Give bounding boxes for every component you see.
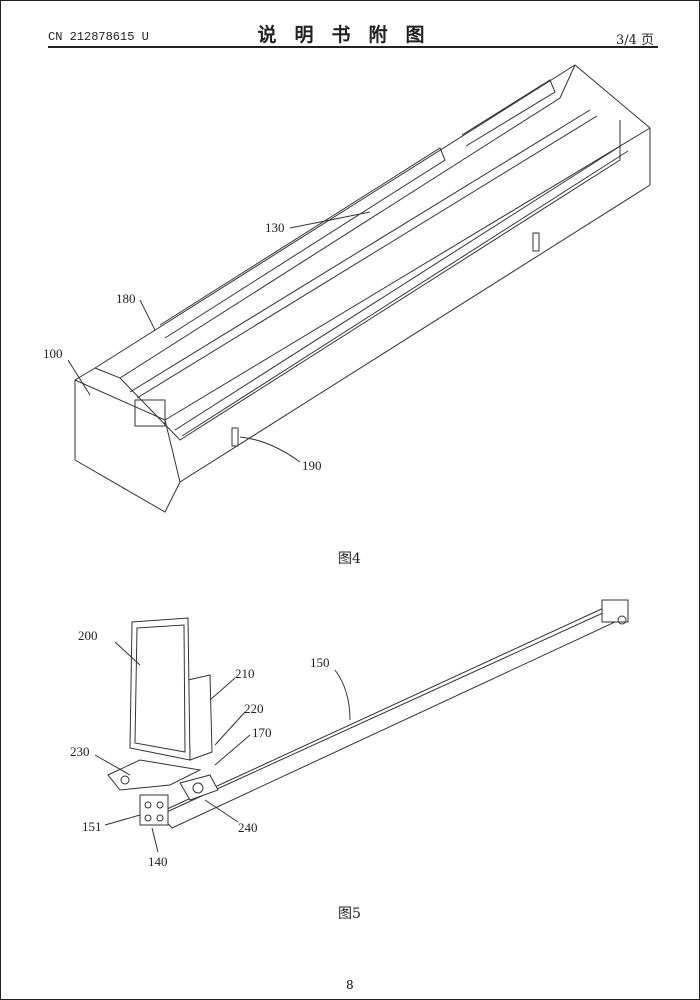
page-title: 说明书附图 bbox=[257, 24, 443, 46]
figure-4-leaders bbox=[67, 211, 371, 463]
label-170: 170 bbox=[252, 725, 272, 740]
label-210: 210 bbox=[235, 666, 255, 681]
label-200: 200 bbox=[78, 628, 98, 643]
label-240: 240 bbox=[238, 820, 258, 835]
label-151: 151 bbox=[82, 819, 102, 834]
figure-5-caption: 图5 bbox=[338, 906, 361, 922]
label-180: 180 bbox=[116, 291, 136, 306]
label-150: 150 bbox=[310, 655, 330, 670]
label-140: 140 bbox=[148, 854, 168, 869]
label-230: 230 bbox=[70, 744, 90, 759]
figure-4-caption: 图4 bbox=[338, 551, 361, 567]
label-190: 190 bbox=[302, 458, 322, 473]
page-indicator: 3/4 页 bbox=[615, 33, 654, 48]
label-130: 130 bbox=[265, 220, 285, 235]
figure-5-leaders bbox=[94, 641, 351, 853]
header-rule bbox=[48, 46, 658, 48]
figure-5-assembly-drawing bbox=[107, 599, 629, 829]
label-100: 100 bbox=[43, 346, 63, 361]
document-number: CN 212878615 U bbox=[48, 30, 149, 44]
page-number: 8 bbox=[346, 978, 354, 992]
figure-4-tray-drawing bbox=[74, 64, 651, 513]
label-220: 220 bbox=[244, 701, 264, 716]
